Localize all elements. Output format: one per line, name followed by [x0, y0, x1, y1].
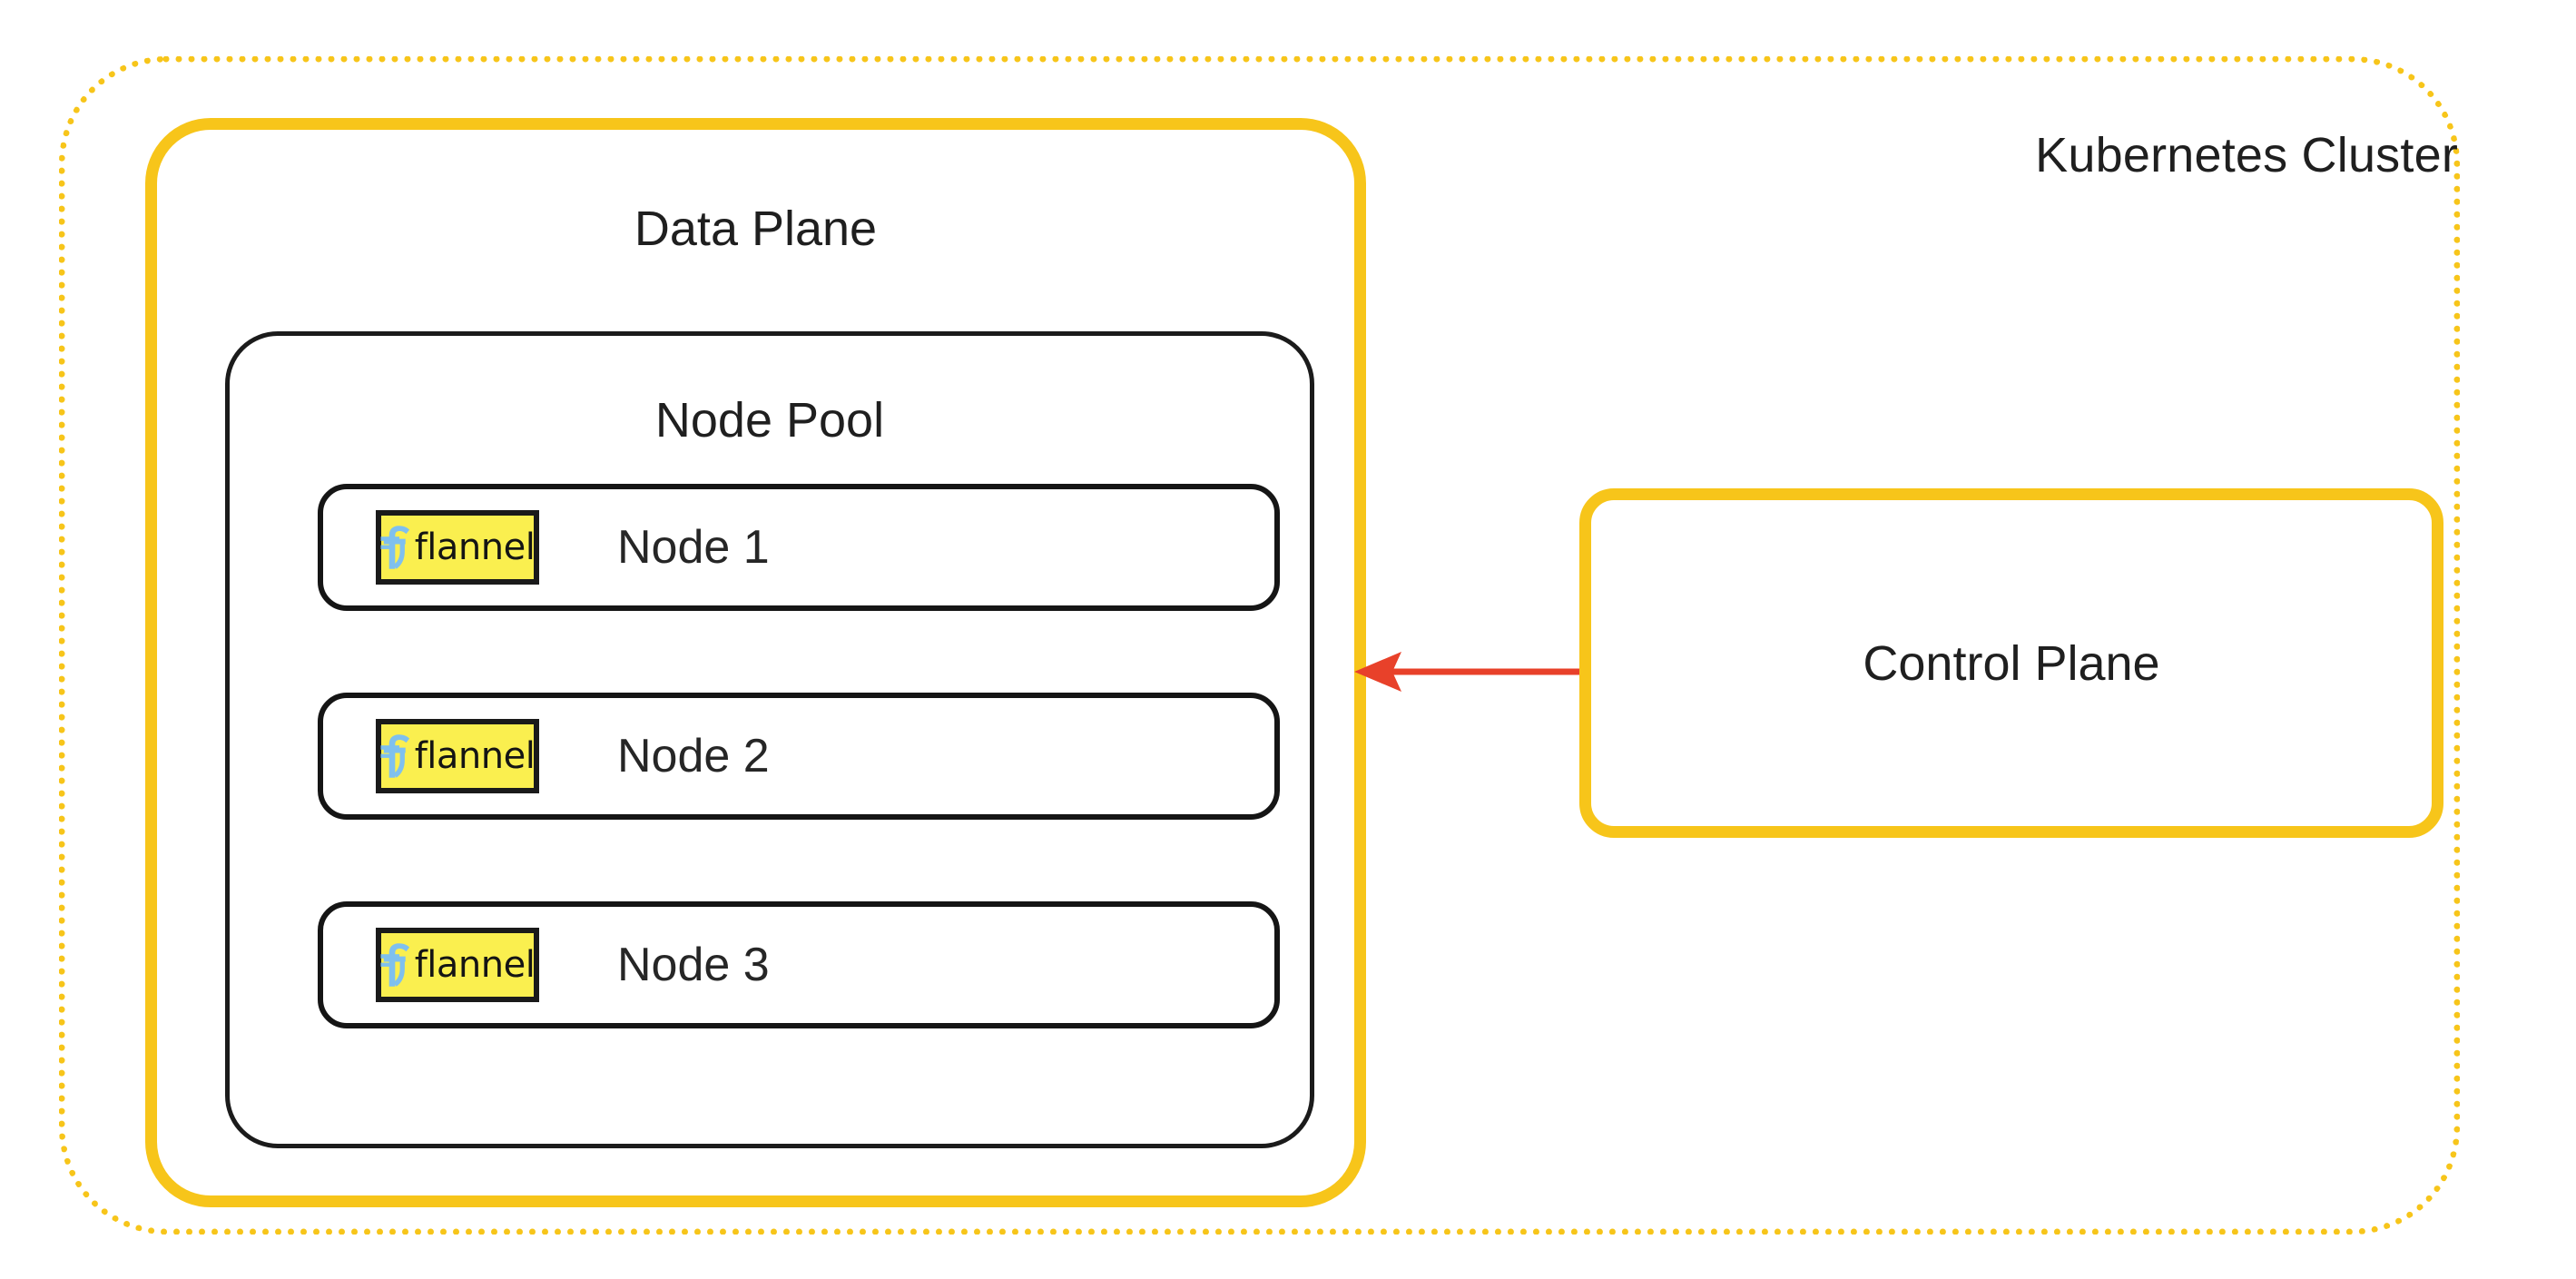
node-list: flannel Node 1 [318, 484, 1280, 1028]
control-plane-container[interactable]: Control Plane [1579, 488, 2443, 838]
node-row[interactable]: flannel Node 1 [318, 484, 1280, 611]
flannel-f-logo-icon [380, 734, 409, 778]
flannel-badge-text: flannel [414, 735, 536, 777]
node-row[interactable]: flannel Node 3 [318, 901, 1280, 1028]
flannel-badge: flannel [376, 719, 539, 793]
node-label: Node 1 [617, 521, 770, 574]
flannel-badge-text: flannel [414, 526, 536, 568]
flannel-f-logo-icon [380, 943, 409, 987]
node-label: Node 2 [617, 730, 770, 782]
flannel-badge: flannel [376, 928, 539, 1002]
node-row[interactable]: flannel Node 2 [318, 693, 1280, 820]
flannel-f-logo-icon [380, 526, 409, 569]
flannel-badge: flannel [376, 510, 539, 585]
control-plane-title: Control Plane [1863, 635, 2160, 691]
data-plane-container[interactable]: Data Plane Node Pool [145, 118, 1366, 1207]
node-pool-container[interactable]: Node Pool flannel [225, 331, 1314, 1148]
flannel-badge-text: flannel [414, 944, 536, 986]
node-label: Node 3 [617, 939, 770, 991]
kubernetes-cluster-boundary [59, 56, 2460, 1235]
node-pool-title: Node Pool [654, 393, 885, 448]
kubernetes-cluster-label: Kubernetes Cluster [2035, 128, 2458, 182]
data-plane-title: Data Plane [634, 202, 878, 256]
control-to-data-plane-arrow [1354, 652, 1583, 692]
